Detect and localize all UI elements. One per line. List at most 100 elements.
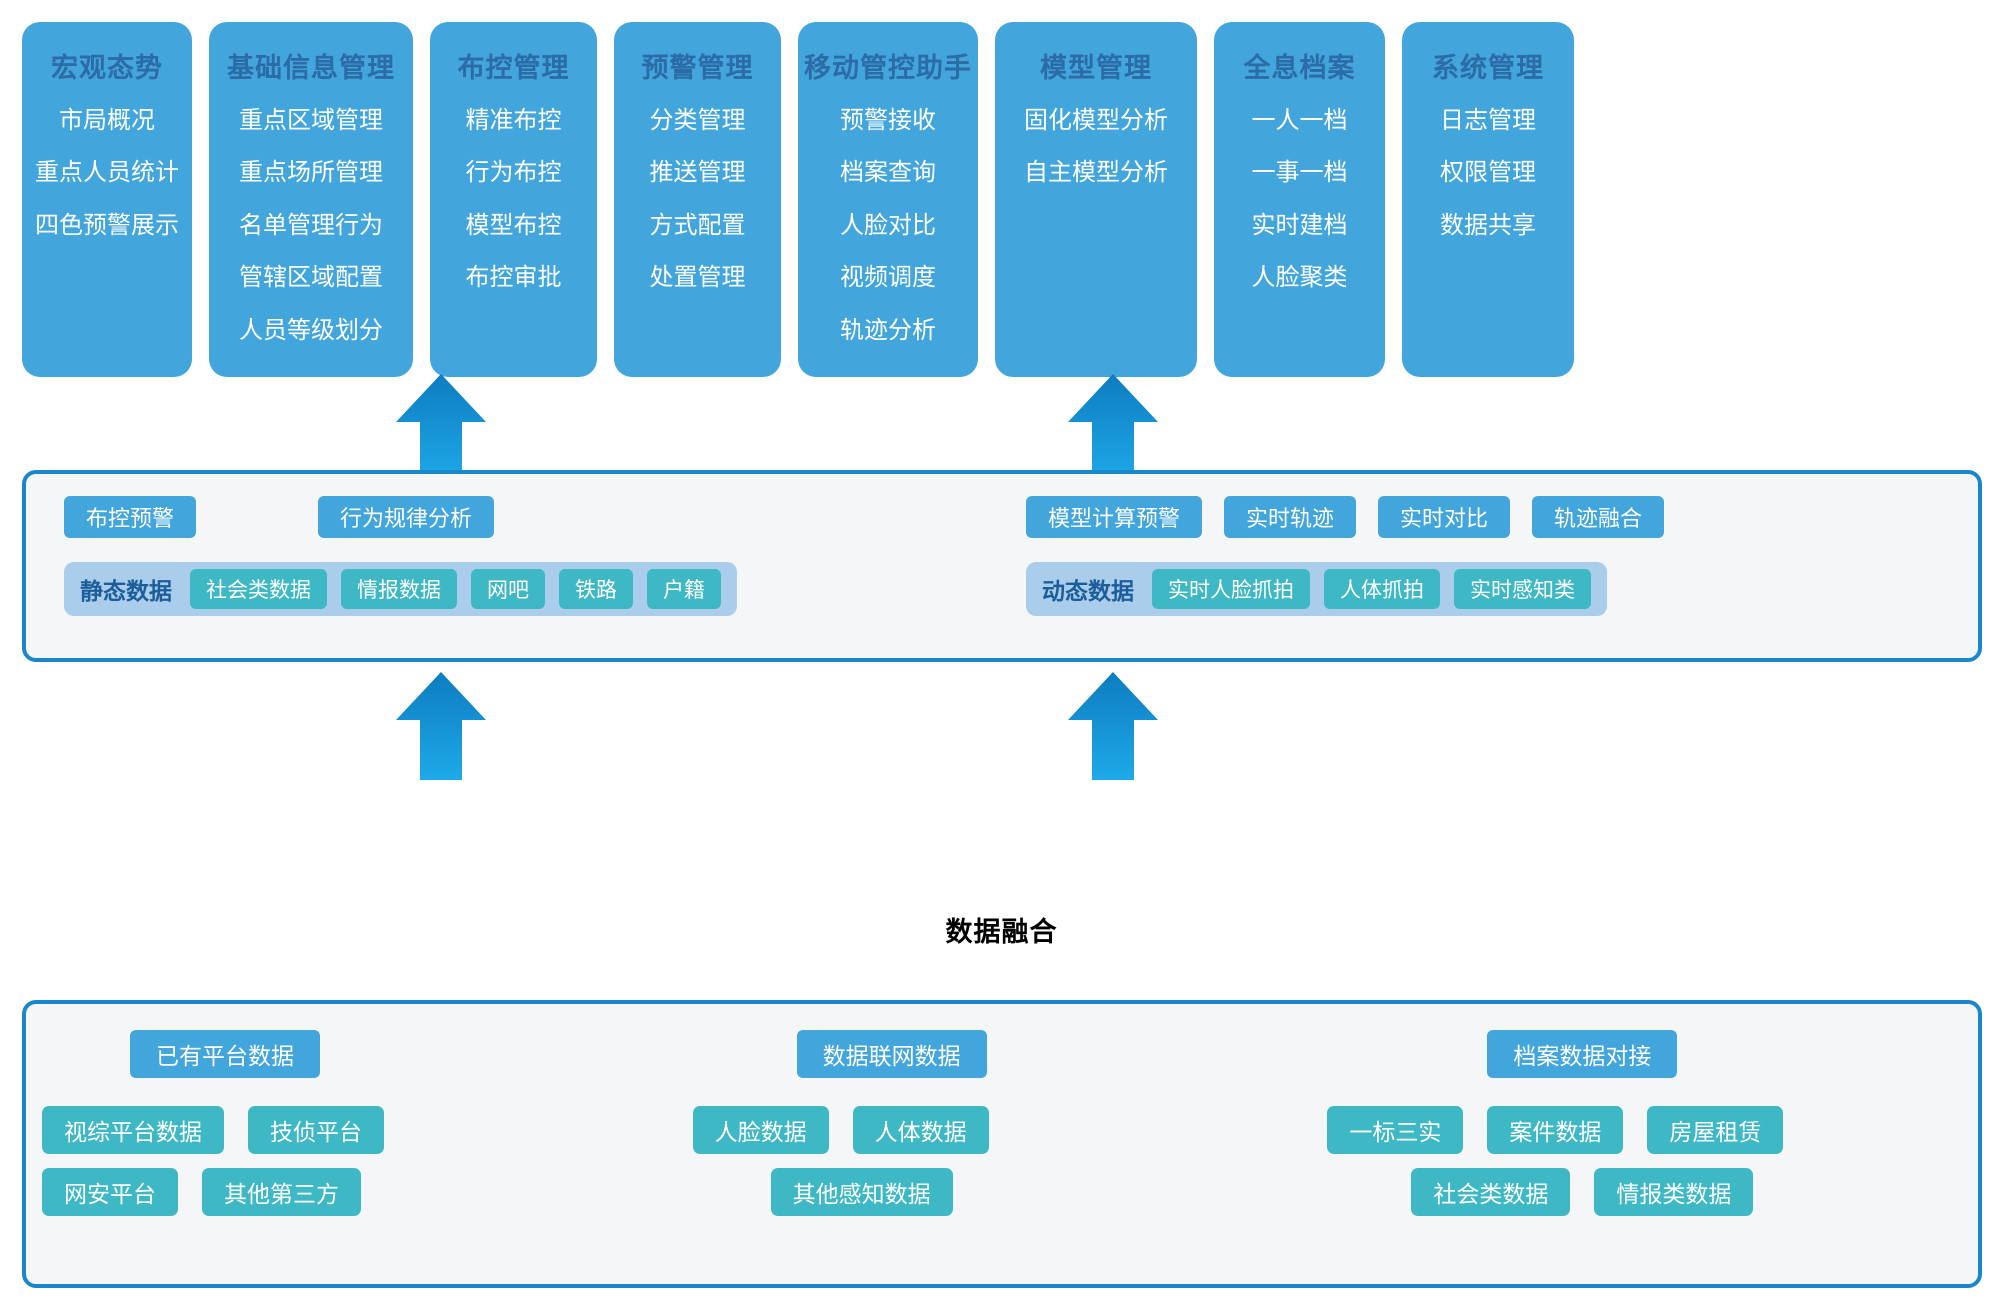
capability-chip[interactable]: 实时轨迹 <box>1224 496 1357 538</box>
source-chip[interactable]: 视综平台数据 <box>42 1106 224 1154</box>
module-item-list: 固化模型分析 自主模型分析 <box>995 95 1197 200</box>
module-item[interactable]: 档案查询 <box>840 159 936 187</box>
module-item[interactable]: 实时建档 <box>1251 211 1348 239</box>
static-data-strip: 静态数据 社会类数据 情报数据 网吧 铁路 户籍 <box>64 562 737 616</box>
data-source-chip[interactable]: 户籍 <box>647 569 721 609</box>
static-data-label: 静态数据 <box>80 578 172 604</box>
capability-chip[interactable]: 轨迹融合 <box>1532 496 1665 538</box>
module-item[interactable]: 人脸聚类 <box>1251 264 1348 292</box>
data-source-chip[interactable]: 实时感知类 <box>1454 569 1591 609</box>
data-source-chip[interactable]: 社会类数据 <box>190 569 327 609</box>
module-card-title: 预警管理 <box>641 53 754 83</box>
source-group-header[interactable]: 数据联网数据 <box>796 1030 987 1078</box>
source-chip-row: 人脸数据 人体数据 <box>692 1106 989 1154</box>
module-item[interactable]: 自主模型分析 <box>1024 159 1168 187</box>
source-group-archive-docking: 档案数据对接 一标三实 案件数据 房屋租赁 社会类数据 情报类数据 <box>1327 1004 1978 1284</box>
module-card-system-management[interactable]: 系统管理 日志管理 权限管理 数据共享 <box>1402 22 1574 377</box>
module-item[interactable]: 一事一档 <box>1251 159 1348 187</box>
module-item[interactable]: 权限管理 <box>1440 159 1536 187</box>
module-item[interactable]: 一人一档 <box>1251 107 1348 134</box>
module-item[interactable]: 分类管理 <box>649 107 746 134</box>
source-group-header[interactable]: 档案数据对接 <box>1487 1030 1678 1078</box>
source-chip[interactable]: 房屋租赁 <box>1647 1106 1784 1154</box>
module-item[interactable]: 处置管理 <box>649 264 746 292</box>
middle-band-halves: 布控预警 行为规律分析 静态数据 社会类数据 情报数据 网吧 铁路 户籍 模型计… <box>26 474 1978 658</box>
module-cards-row: 宏观态势 市局概况 重点人员统计 四色预警展示 基础信息管理 重点区域管理 重点… <box>22 22 1982 377</box>
source-chip[interactable]: 人脸数据 <box>692 1106 829 1154</box>
module-item[interactable]: 重点区域管理 <box>239 107 383 134</box>
data-fusion-middle-band: 布控预警 行为规律分析 静态数据 社会类数据 情报数据 网吧 铁路 户籍 模型计… <box>22 470 1982 662</box>
module-item[interactable]: 重点场所管理 <box>239 159 383 187</box>
dynamic-data-strip: 动态数据 实时人脸抓拍 人体抓拍 实时感知类 <box>1026 562 1607 616</box>
module-item[interactable]: 固化模型分析 <box>1024 107 1168 134</box>
capability-chip[interactable]: 行为规律分析 <box>318 496 495 538</box>
module-item[interactable]: 模型布控 <box>465 211 562 239</box>
module-item[interactable]: 市局概况 <box>59 107 155 134</box>
source-chip-row: 一标三实 案件数据 房屋租赁 <box>1327 1106 1784 1154</box>
module-item-list: 一人一档 一事一档 实时建档 人脸聚类 <box>1214 95 1385 305</box>
up-arrow-icon <box>1068 672 1158 780</box>
module-item-list: 日志管理 权限管理 数据共享 <box>1402 95 1574 252</box>
module-card-macro-situation[interactable]: 宏观态势 市局概况 重点人员统计 四色预警展示 <box>22 22 192 377</box>
data-sources-bottom-band: 已有平台数据 视综平台数据 技侦平台 网安平台 其他第三方 数据联网数据 人脸数… <box>22 1000 1982 1288</box>
source-chip[interactable]: 一标三实 <box>1327 1106 1464 1154</box>
capability-chip[interactable]: 布控预警 <box>64 496 197 538</box>
module-card-title: 移动管控助手 <box>804 53 972 83</box>
source-chip-row: 视综平台数据 技侦平台 <box>42 1106 384 1154</box>
module-item[interactable]: 重点人员统计 <box>35 159 179 187</box>
source-group-networked-data: 数据联网数据 人脸数据 人体数据 其他感知数据 <box>677 1004 1328 1284</box>
module-card-model-management[interactable]: 模型管理 固化模型分析 自主模型分析 <box>995 22 1197 377</box>
source-chip[interactable]: 其他感知数据 <box>770 1168 953 1216</box>
source-chip[interactable]: 人体数据 <box>852 1106 989 1154</box>
module-card-title: 基础信息管理 <box>227 53 395 83</box>
source-group-existing-platform: 已有平台数据 视综平台数据 技侦平台 网安平台 其他第三方 <box>26 1004 677 1284</box>
module-item[interactable]: 管辖区域配置 <box>239 264 383 292</box>
data-source-chip[interactable]: 铁路 <box>559 569 633 609</box>
module-item[interactable]: 轨迹分析 <box>840 316 936 344</box>
static-capability-chip-row: 布控预警 行为规律分析 <box>64 496 495 538</box>
data-source-chip[interactable]: 人体抓拍 <box>1324 569 1440 609</box>
module-item[interactable]: 精准布控 <box>465 107 562 134</box>
module-card-deployment-management[interactable]: 布控管理 精准布控 行为布控 模型布控 布控审批 <box>430 22 597 377</box>
capability-chip[interactable]: 实时对比 <box>1378 496 1511 538</box>
module-card-alert-management[interactable]: 预警管理 分类管理 推送管理 方式配置 处置管理 <box>614 22 781 377</box>
module-item[interactable]: 预警接收 <box>840 107 936 134</box>
module-item[interactable]: 布控审批 <box>465 264 562 292</box>
module-card-holographic-archive[interactable]: 全息档案 一人一档 一事一档 实时建档 人脸聚类 <box>1214 22 1385 377</box>
data-source-chip[interactable]: 情报数据 <box>341 569 457 609</box>
source-chip[interactable]: 情报类数据 <box>1594 1168 1754 1216</box>
up-arrow-icon <box>396 672 486 780</box>
module-item-list: 市局概况 重点人员统计 四色预警展示 <box>22 95 192 252</box>
source-group-header[interactable]: 已有平台数据 <box>130 1030 320 1078</box>
module-card-title: 全息档案 <box>1243 53 1356 83</box>
dynamic-data-label: 动态数据 <box>1042 578 1134 604</box>
module-item[interactable]: 名单管理行为 <box>239 211 383 239</box>
capability-chip[interactable]: 模型计算预警 <box>1026 496 1203 538</box>
data-fusion-label: 数据融合 <box>945 917 1058 947</box>
source-chip[interactable]: 其他第三方 <box>202 1168 361 1216</box>
module-card-basic-info-management[interactable]: 基础信息管理 重点区域管理 重点场所管理 名单管理行为 管辖区域配置 人员等级划… <box>209 22 413 377</box>
module-item[interactable]: 数据共享 <box>1440 211 1536 239</box>
data-source-chip[interactable]: 实时人脸抓拍 <box>1152 569 1310 609</box>
module-card-mobile-control-assistant[interactable]: 移动管控助手 预警接收 档案查询 人脸对比 视频调度 轨迹分析 <box>798 22 978 377</box>
module-item[interactable]: 日志管理 <box>1440 107 1536 134</box>
source-chip[interactable]: 案件数据 <box>1487 1106 1624 1154</box>
data-source-chip[interactable]: 网吧 <box>471 569 545 609</box>
source-chip[interactable]: 社会类数据 <box>1411 1168 1571 1216</box>
static-data-half: 布控预警 行为规律分析 静态数据 社会类数据 情报数据 网吧 铁路 户籍 <box>26 474 1002 658</box>
module-item[interactable]: 行为布控 <box>465 159 562 187</box>
source-chip[interactable]: 网安平台 <box>42 1168 178 1216</box>
module-item[interactable]: 人脸对比 <box>840 211 936 239</box>
module-item[interactable]: 四色预警展示 <box>35 211 179 239</box>
source-chip-row: 网安平台 其他第三方 <box>42 1168 361 1216</box>
source-chip[interactable]: 技侦平台 <box>248 1106 384 1154</box>
module-card-title: 系统管理 <box>1432 53 1544 83</box>
module-item[interactable]: 方式配置 <box>649 211 746 239</box>
module-item[interactable]: 推送管理 <box>649 159 746 187</box>
dynamic-capability-chip-row: 模型计算预警 实时轨迹 实时对比 轨迹融合 <box>1026 496 1665 538</box>
module-item-list: 预警接收 档案查询 人脸对比 视频调度 轨迹分析 <box>798 95 978 357</box>
source-chip-row: 其他感知数据 <box>770 1168 953 1216</box>
module-item[interactable]: 人员等级划分 <box>239 316 383 344</box>
module-item[interactable]: 视频调度 <box>840 264 936 292</box>
